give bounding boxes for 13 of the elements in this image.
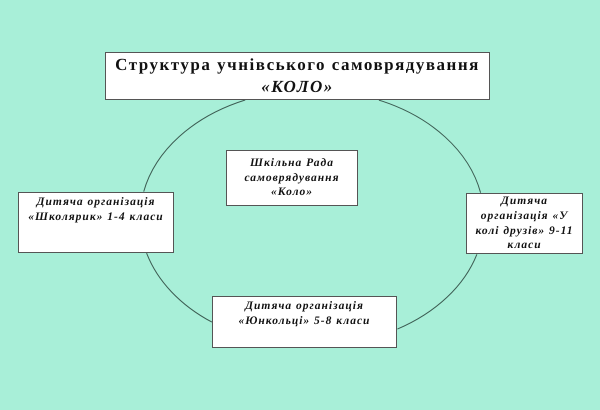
organization-box [226, 150, 358, 206]
curved-connector [378, 100, 482, 194]
organization-box [18, 192, 174, 253]
box-text: Дитяча організація «Школярик» 1-4 класи [27, 195, 165, 225]
curved-connector [143, 100, 246, 192]
curved-connector [396, 254, 478, 330]
organization-box [466, 193, 583, 254]
box-text: Шкільна Рада самоврядування «Коло» [243, 156, 340, 200]
curved-connector [146, 252, 212, 323]
box-text: Дитяча організація «Юнкольці» 5-8 класи [238, 299, 372, 329]
organization-box [212, 296, 397, 348]
title-text: Структура учнівського самоврядування «КОЛО» [114, 54, 481, 98]
box-text: Дитяча організація «У колі друзів» 9-11 класи [474, 194, 574, 254]
